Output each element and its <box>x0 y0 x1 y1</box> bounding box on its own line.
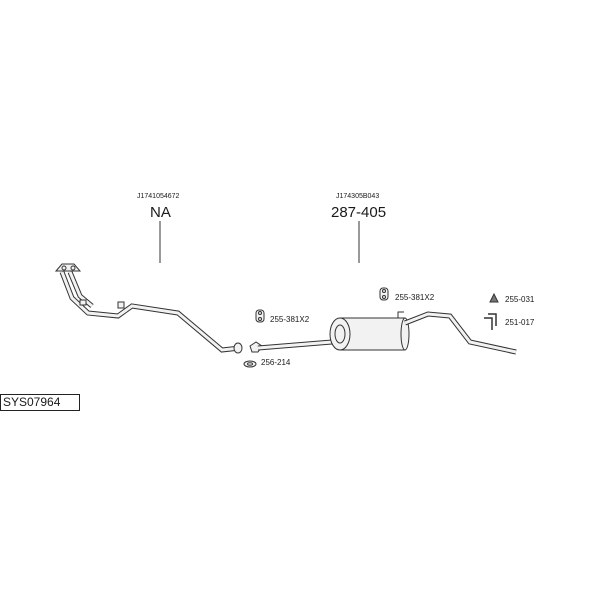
part-label-mount: 255-031 <box>505 295 535 304</box>
assembly-reference-rear: J174305B043 <box>336 193 380 200</box>
part-label-gasket: 256-214 <box>261 358 291 367</box>
rubber-hanger-icon <box>255 309 265 323</box>
gasket-ring-icon <box>243 360 257 368</box>
part-label-hanger-2: 255-381X2 <box>395 293 435 302</box>
rubber-hanger-icon <box>379 287 389 301</box>
part-label-hanger-1: 255-381X2 <box>270 315 310 324</box>
muffler-shape <box>329 317 410 351</box>
system-code-box: SYS07964 <box>0 394 80 411</box>
front-pipe-shape <box>54 263 243 354</box>
rubber-mount-icon <box>489 292 499 303</box>
assembly-part-number-front: NA <box>150 204 171 221</box>
part-label-clamp: 251-017 <box>505 318 535 327</box>
assembly-part-number-rear: 287-405 <box>331 204 387 221</box>
clamp-bracket-icon <box>484 313 497 330</box>
assembly-reference-front: J1741054672 <box>137 193 180 200</box>
